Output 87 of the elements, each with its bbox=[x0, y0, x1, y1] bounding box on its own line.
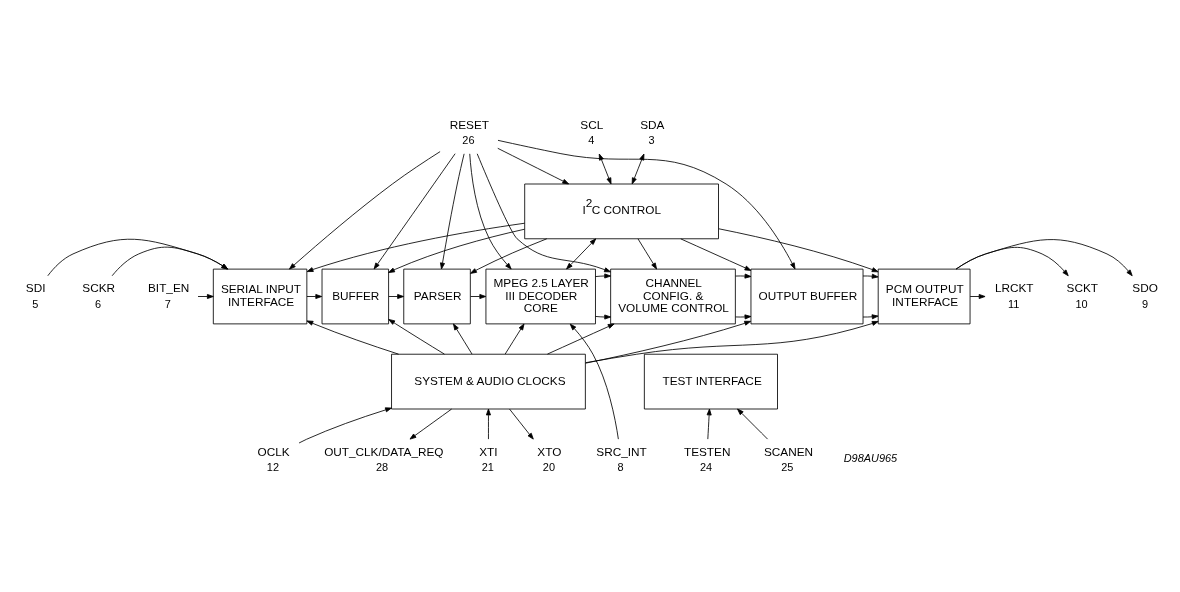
arrow bbox=[737, 408, 768, 440]
node-text: XTI bbox=[479, 444, 498, 458]
node-label: 6 bbox=[94, 297, 102, 310]
arrow bbox=[585, 320, 879, 363]
arrow bbox=[476, 152, 611, 272]
arrow bbox=[735, 273, 752, 279]
arrow bbox=[631, 153, 645, 184]
arrow bbox=[388, 228, 525, 273]
arrow bbox=[111, 246, 229, 276]
node-text: SDA bbox=[640, 117, 665, 131]
arrow bbox=[862, 273, 879, 279]
arrow bbox=[718, 227, 879, 272]
arrow bbox=[453, 323, 473, 355]
node-label: 11 bbox=[1007, 297, 1020, 310]
arrow bbox=[306, 319, 400, 355]
arrow bbox=[289, 150, 441, 269]
arrow bbox=[566, 237, 597, 269]
arrow bbox=[306, 222, 526, 272]
node-box: OUTPUT BUFFER bbox=[750, 268, 864, 324]
arrow bbox=[409, 408, 453, 440]
node-label: 24 bbox=[699, 460, 713, 473]
node-label: 5 bbox=[32, 297, 39, 310]
arrow bbox=[598, 153, 612, 184]
arrow bbox=[955, 246, 1069, 276]
arrow bbox=[706, 408, 712, 440]
node-text: SRC_INT bbox=[596, 444, 647, 458]
arrow bbox=[470, 237, 548, 274]
node-text: XTO bbox=[537, 444, 562, 458]
node-text: LRCKT bbox=[994, 280, 1034, 294]
node-text: OUT_CLK/DATA_REQ bbox=[324, 444, 444, 458]
arrow bbox=[440, 152, 465, 269]
arrow bbox=[955, 238, 1133, 276]
arrow bbox=[306, 293, 323, 299]
node-box: MPEG 2.5 LAYER III DECODER CORE bbox=[485, 268, 596, 324]
arrow bbox=[485, 408, 491, 440]
arrow bbox=[595, 314, 612, 319]
node-label: 8 bbox=[617, 460, 624, 473]
node-label: 26 bbox=[462, 133, 475, 146]
arrow bbox=[497, 147, 570, 184]
arrow bbox=[595, 273, 612, 278]
arrow bbox=[373, 152, 456, 269]
arrow bbox=[469, 152, 512, 269]
arrow bbox=[504, 323, 525, 355]
node-box: BUFFER bbox=[321, 268, 390, 324]
node-box: SERIAL INPUT INTERFACE bbox=[212, 268, 308, 324]
node-label: 9 bbox=[1141, 297, 1149, 310]
node-text: SDI bbox=[25, 280, 46, 294]
node-text: RESET bbox=[449, 117, 489, 131]
node-text: SDO bbox=[1132, 280, 1158, 294]
arrow bbox=[680, 237, 752, 271]
node-label: 7 bbox=[164, 297, 171, 310]
arrow bbox=[509, 408, 534, 440]
node-label: 20 bbox=[542, 460, 555, 473]
node-box: PARSER bbox=[403, 268, 471, 324]
node-text: TESTEN bbox=[683, 444, 731, 458]
node-label: 4 bbox=[588, 133, 595, 146]
node-text: SCKT bbox=[1066, 280, 1098, 294]
node-box: CHANNEL CONFIG. & VOLUME CONTROL bbox=[610, 268, 736, 324]
node-label: 21 bbox=[481, 460, 494, 473]
node-text: OCLK bbox=[257, 444, 290, 458]
arrow bbox=[497, 139, 796, 269]
arrow bbox=[569, 323, 619, 440]
arrow bbox=[637, 237, 657, 269]
arrow bbox=[735, 313, 752, 319]
arrow bbox=[547, 323, 615, 355]
arrow bbox=[47, 238, 229, 276]
node-label: 10 bbox=[1075, 297, 1088, 310]
node-text: SCL bbox=[580, 117, 604, 131]
node-box: PCM OUTPUT INTERFACE bbox=[877, 268, 971, 324]
node-label: 25 bbox=[781, 460, 794, 473]
arrow bbox=[862, 313, 879, 319]
node-box: SYSTEM & AUDIO CLOCKS bbox=[391, 353, 586, 409]
arrow bbox=[388, 293, 404, 299]
node-text: SCKR bbox=[82, 280, 116, 294]
arrow bbox=[969, 293, 986, 299]
node-text: SCANEN bbox=[764, 444, 814, 458]
node-label: 12 bbox=[266, 460, 279, 473]
label: D98AU965 bbox=[843, 451, 898, 464]
node-label: 28 bbox=[375, 460, 389, 473]
arrow bbox=[388, 318, 445, 355]
node-label: 3 bbox=[648, 133, 655, 146]
node-text: BIT_EN bbox=[148, 280, 190, 294]
arrow bbox=[585, 320, 752, 364]
arrow bbox=[298, 406, 392, 443]
arrow bbox=[197, 293, 214, 299]
node-box: TEST INTERFACE bbox=[643, 353, 778, 409]
arrow bbox=[470, 293, 487, 299]
